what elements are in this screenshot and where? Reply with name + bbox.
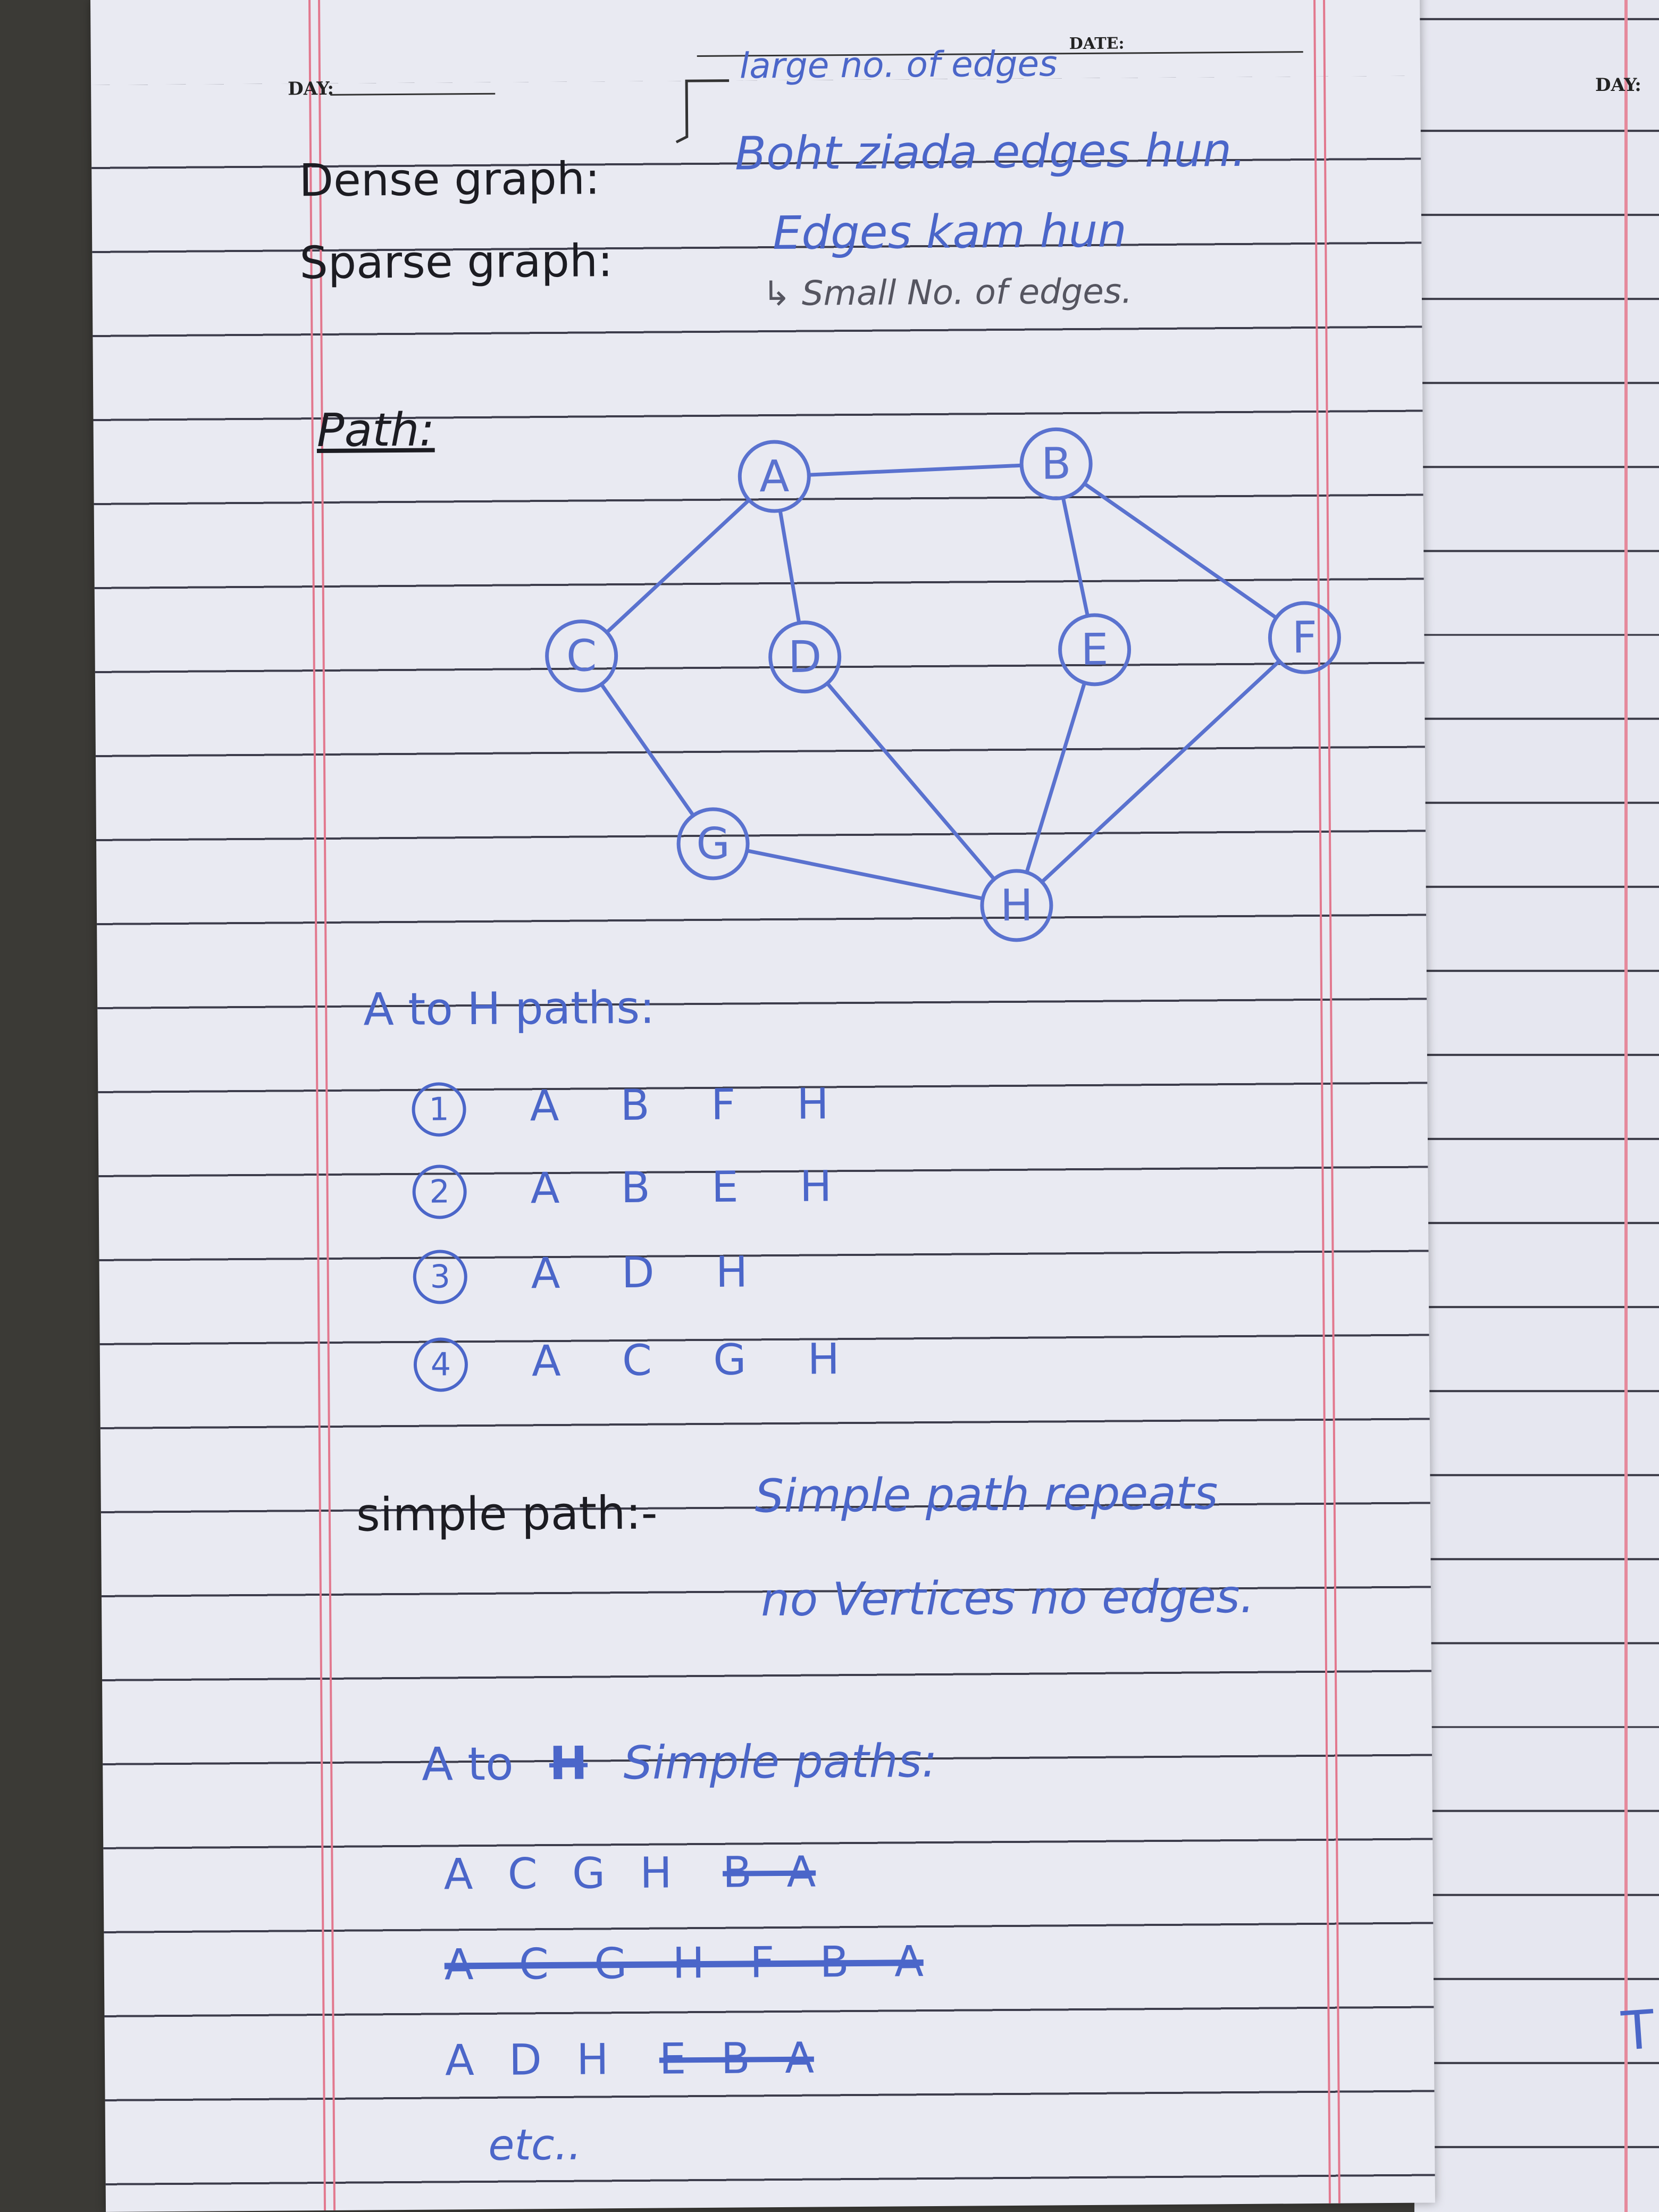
node-A: A [738,440,811,513]
simple-path-row-1: A C G H B A [443,1847,816,1899]
edge-G-H [745,849,985,901]
simple-path-row-1-struck: B A [722,1847,816,1897]
edge-C-G [599,682,696,818]
simple-path-row-3-struck: E B A [659,2033,815,2084]
edge-B-E [1061,496,1090,618]
path-item: 1 A B F H [412,1079,829,1137]
simple-path-row-2-struck: A C G H F B A [444,1937,924,1990]
etc-text: etc.. [488,2119,582,2170]
notebook-page: DAY: DATE: large no. of edges Dense grap… [90,0,1435,2212]
edge-A-D [778,508,801,625]
edge-F-H [1040,659,1281,884]
right-page-partial-letter: T [1619,1998,1657,2063]
simple-paths-heading: A to H Simple paths: [421,1734,937,1791]
node-D: D [768,621,842,694]
node-circle [738,440,811,513]
node-label: B [1041,439,1071,489]
path-item: 2 A B E H [412,1161,832,1219]
next-page: DAY: T [1414,0,1659,2212]
node-label: F [1292,613,1318,663]
edge-B-F [1082,482,1278,620]
node-label: A [759,451,790,502]
path-item: 4 A C G H [413,1334,840,1392]
path-sequence: A C G H [531,1334,840,1386]
simple-paths-heading-struck: H [549,1737,588,1791]
edge-A-C [605,498,751,634]
node-label: H [1000,881,1033,931]
path-sequence: A B F H [530,1079,829,1131]
node-circle [768,621,842,694]
node-F: F [1268,601,1341,674]
graph-diagram: A B C D E F G H [545,427,1341,942]
node-circle [1058,613,1132,686]
simple-path-row-1-kept: A C G H [443,1848,672,1899]
path-number-circle: 3 [413,1250,468,1304]
path-sequence: A D H [531,1247,748,1298]
node-G: G [676,807,750,881]
simple-path-def-line2: no Vertices no edges. [760,1570,1255,1627]
simple-paths-heading-suffix: Simple paths: [623,1734,937,1790]
node-circle [980,869,1053,942]
path-sequence: A B E H [530,1161,832,1213]
path-item: 3 A D H [413,1247,748,1304]
node-H: H [980,869,1053,942]
node-C: C [545,619,618,693]
path-number-circle: 2 [412,1164,467,1219]
simple-path-row-3-kept: A D H [445,2034,609,2085]
annotation-bracket [675,79,730,144]
path-number-circle: 4 [413,1337,468,1392]
node-circle [1019,427,1093,500]
simple-path-term: simple path:- [356,1486,658,1542]
node-circle [676,807,750,881]
node-E: E [1058,613,1132,686]
node-circle [545,619,618,693]
edge-A-B [807,463,1024,477]
edge-D-H [825,681,996,881]
node-B: B [1019,427,1093,500]
node-label: E [1080,625,1108,675]
simple-path-def-line1: Simple path repeats [755,1467,1218,1523]
simple-paths-heading-prefix: A to [421,1737,514,1791]
node-circle [1268,601,1341,674]
simple-path-row-3: A D H E B A [445,2033,814,2085]
node-label: D [788,632,822,682]
path-number-circle: 1 [412,1082,466,1137]
paths-heading: A to H paths: [363,981,655,1036]
margin-line [1624,0,1628,2212]
right-page-day-label: DAY: [1595,74,1641,96]
edge-E-H [1025,681,1087,875]
node-label: G [696,819,730,869]
node-label: C [566,631,597,681]
